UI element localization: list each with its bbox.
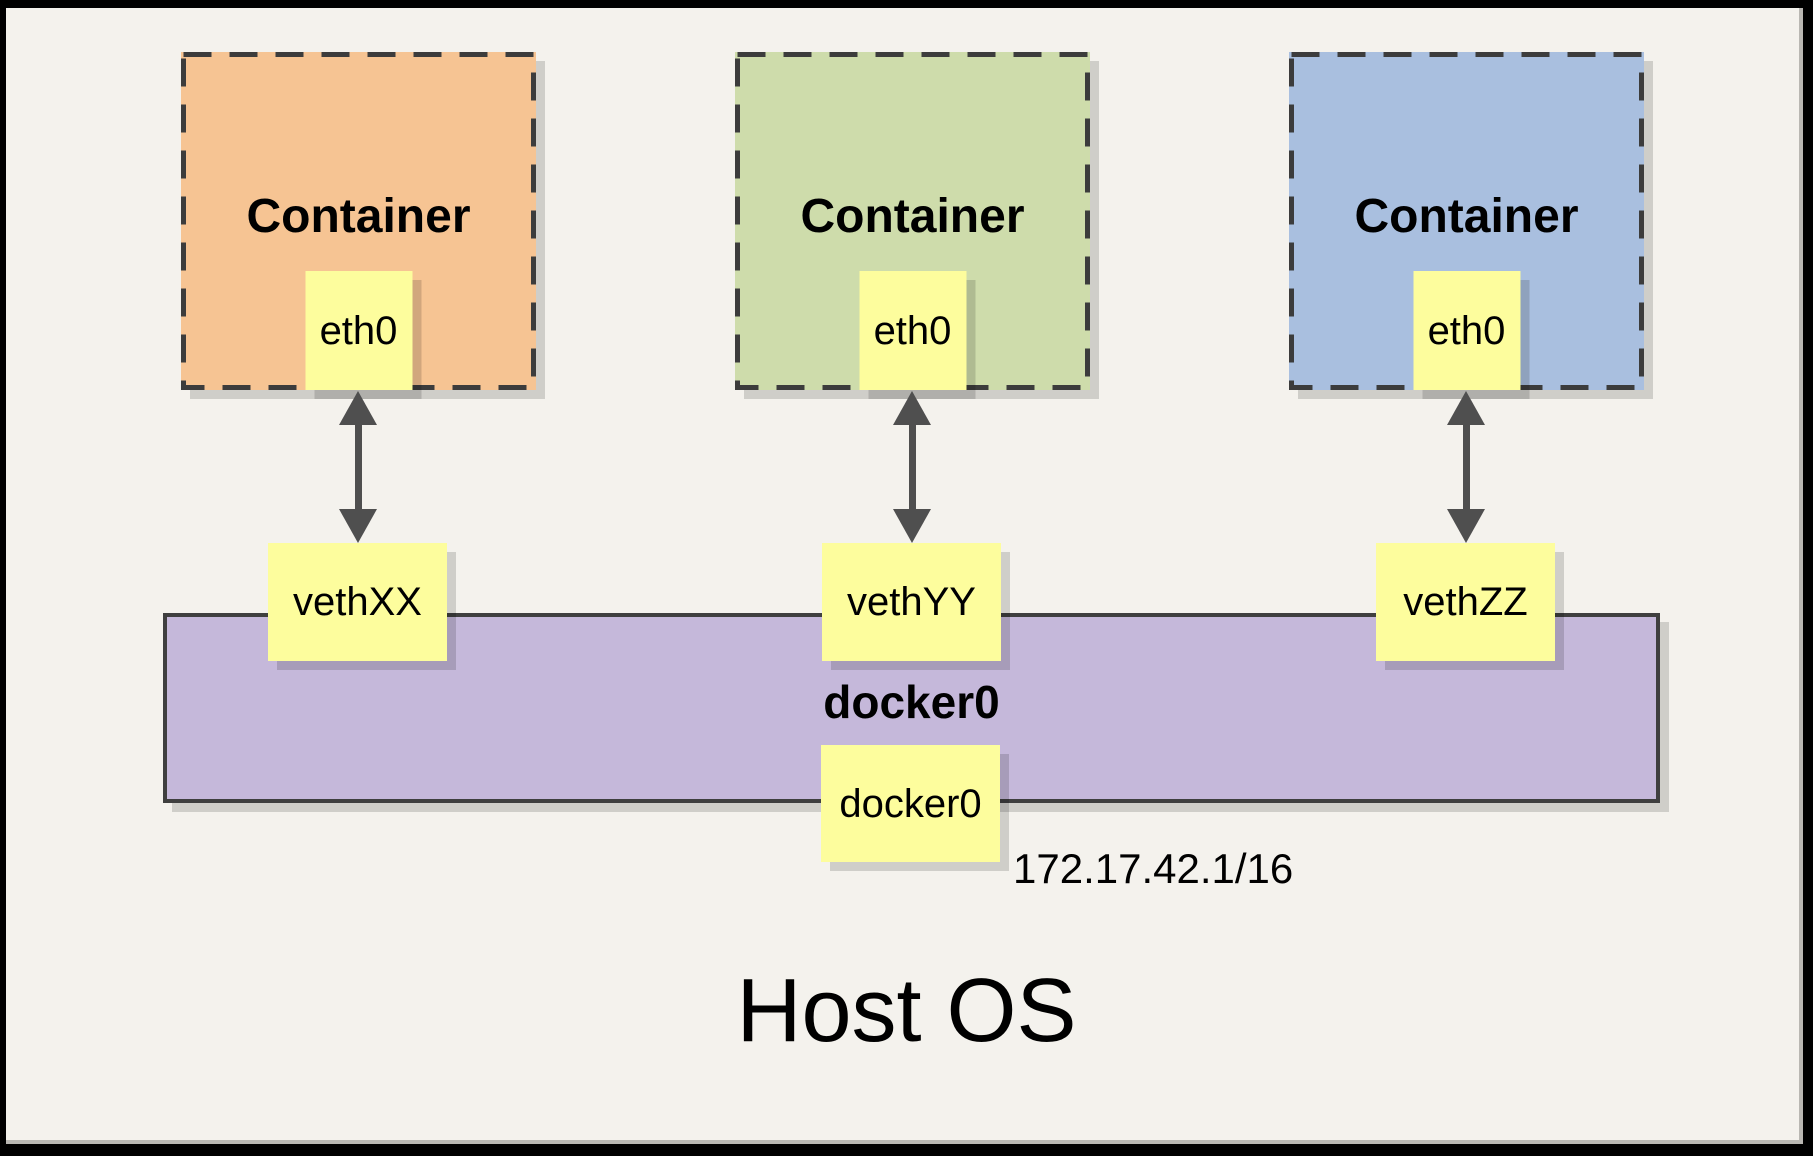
veth-link-arrow-3 bbox=[1447, 391, 1485, 543]
eth0-label: eth0 bbox=[1427, 308, 1506, 353]
vethYY-box: vethYY bbox=[822, 543, 1001, 661]
arrowhead-down-icon bbox=[339, 509, 377, 543]
vethZZ-label: vethZZ bbox=[1403, 580, 1528, 624]
arrowhead-up-icon bbox=[1447, 391, 1485, 425]
container-box-3: Container eth0 bbox=[1289, 52, 1644, 390]
container-label: Container bbox=[800, 190, 1025, 243]
eth0-interface-box: eth0 bbox=[1413, 271, 1520, 390]
bridge-ip-address: 172.17.42.1/16 bbox=[1013, 845, 1294, 892]
arrow-shaft bbox=[354, 425, 362, 509]
dashed-border bbox=[1289, 52, 1644, 390]
veth-link-arrow-1 bbox=[339, 391, 377, 543]
eth0-interface-box: eth0 bbox=[305, 271, 412, 390]
eth0-interface-box: eth0 bbox=[859, 271, 966, 390]
host-os-label: Host OS bbox=[736, 961, 1077, 1061]
arrow-shaft bbox=[908, 425, 916, 509]
arrowhead-up-icon bbox=[893, 391, 931, 425]
docker0-interface-box: docker0 bbox=[821, 745, 1000, 862]
container-label: Container bbox=[246, 190, 471, 243]
dashed-border bbox=[181, 52, 536, 390]
vethXX-box: vethXX bbox=[268, 543, 447, 661]
container-label: Container bbox=[1354, 190, 1579, 243]
vethZZ-box: vethZZ bbox=[1376, 543, 1555, 661]
veth-link-arrow-2 bbox=[893, 391, 931, 543]
arrowhead-down-icon bbox=[1447, 509, 1485, 543]
arrowhead-up-icon bbox=[339, 391, 377, 425]
docker0-interface-label: docker0 bbox=[839, 781, 982, 826]
container-box-1: Container eth0 bbox=[181, 52, 536, 390]
vethXX-label: vethXX bbox=[293, 580, 422, 624]
vethYY-label: vethYY bbox=[847, 580, 976, 624]
dashed-border bbox=[735, 52, 1090, 390]
container-box-2: Container eth0 bbox=[735, 52, 1090, 390]
arrowhead-down-icon bbox=[893, 509, 931, 543]
arrow-shaft bbox=[1462, 425, 1470, 509]
eth0-label: eth0 bbox=[319, 308, 398, 353]
docker0-bridge-label: docker0 bbox=[823, 676, 1000, 728]
eth0-label: eth0 bbox=[873, 308, 952, 353]
